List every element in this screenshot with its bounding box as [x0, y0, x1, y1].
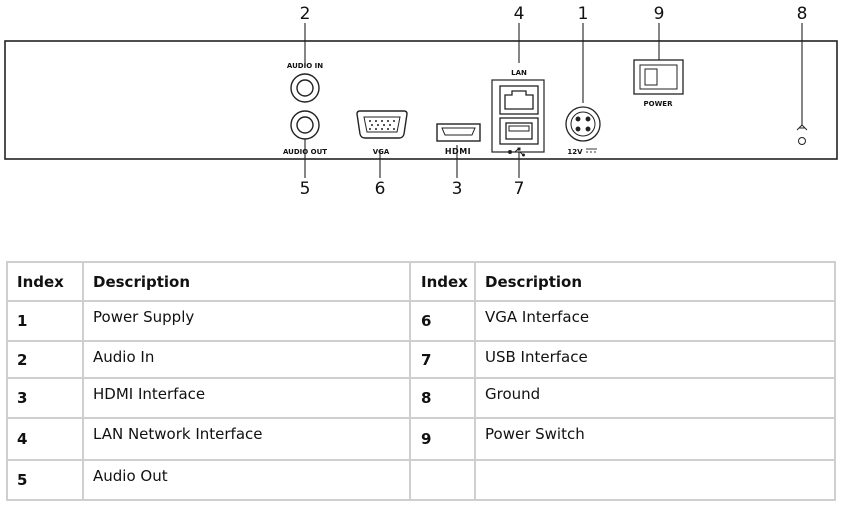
usb-symbol-icon	[508, 147, 527, 157]
row-description: USB Interface	[474, 340, 836, 379]
row-description	[474, 459, 836, 501]
row-description: Audio Out	[82, 459, 411, 501]
port-legend-table: Index Description Index Description 1 Po…	[6, 261, 836, 501]
header-description-left: Description	[82, 261, 411, 302]
dc-power-connector-icon	[565, 106, 601, 142]
row-description: Power Switch	[474, 417, 836, 461]
rear-panel-outline	[4, 40, 838, 160]
table-row: 2 Audio In 7 USB Interface	[6, 340, 836, 379]
table-header-row: Index Description Index Description	[6, 261, 836, 302]
row-index	[409, 459, 476, 501]
row-description: LAN Network Interface	[82, 417, 411, 461]
row-description: Ground	[474, 377, 836, 419]
callout-6: 6	[375, 179, 386, 199]
callout-8: 8	[797, 4, 808, 24]
power-switch-icon	[633, 59, 684, 95]
row-index: 9	[409, 417, 476, 461]
lan-port-icon	[499, 85, 539, 115]
rear-panel-diagram: 2 4 1 9 8 5 6 3 7 AUDIO IN AUDIO OUT VGA…	[4, 4, 838, 199]
callout-4: 4	[514, 4, 525, 24]
hdmi-port-icon	[436, 123, 481, 142]
vga-port-icon	[356, 110, 408, 139]
lan-label: LAN	[511, 69, 527, 77]
hdmi-logo: HDMI	[445, 147, 471, 156]
audio-out-jack-icon	[290, 110, 320, 140]
usb-port-icon	[499, 117, 539, 145]
callout-9: 9	[654, 4, 665, 24]
audio-out-label: AUDIO OUT	[283, 148, 327, 156]
header-index-left: Index	[6, 261, 84, 302]
callout-1: 1	[578, 4, 589, 24]
row-index: 7	[409, 340, 476, 379]
dc-symbol-icon	[586, 148, 597, 153]
header-index-right: Index	[409, 261, 476, 302]
row-description: Power Supply	[82, 300, 411, 342]
vga-label: VGA	[373, 148, 390, 156]
table-row: 1 Power Supply 6 VGA Interface	[6, 300, 836, 342]
power-label: POWER	[644, 100, 674, 108]
row-index: 4	[6, 417, 84, 461]
header-description-right: Description	[474, 261, 836, 302]
dc-voltage-label: 12V	[567, 148, 583, 156]
row-description: Audio In	[82, 340, 411, 379]
audio-in-jack-icon	[290, 73, 320, 103]
callout-3: 3	[452, 179, 463, 199]
row-description: VGA Interface	[474, 300, 836, 342]
audio-in-label: AUDIO IN	[287, 62, 323, 70]
table-row: 3 HDMI Interface 8 Ground	[6, 377, 836, 419]
row-index: 1	[6, 300, 84, 342]
table-row: 5 Audio Out	[6, 459, 836, 501]
row-index: 6	[409, 300, 476, 342]
callout-5: 5	[300, 179, 311, 199]
callout-lines	[304, 23, 803, 178]
callout-2: 2	[300, 4, 311, 24]
row-description: HDMI Interface	[82, 377, 411, 419]
ground-icon	[796, 124, 808, 145]
row-index: 5	[6, 459, 84, 501]
row-index: 2	[6, 340, 84, 379]
row-index: 8	[409, 377, 476, 419]
callout-7: 7	[514, 179, 525, 199]
row-index: 3	[6, 377, 84, 419]
table-row: 4 LAN Network Interface 9 Power Switch	[6, 417, 836, 461]
